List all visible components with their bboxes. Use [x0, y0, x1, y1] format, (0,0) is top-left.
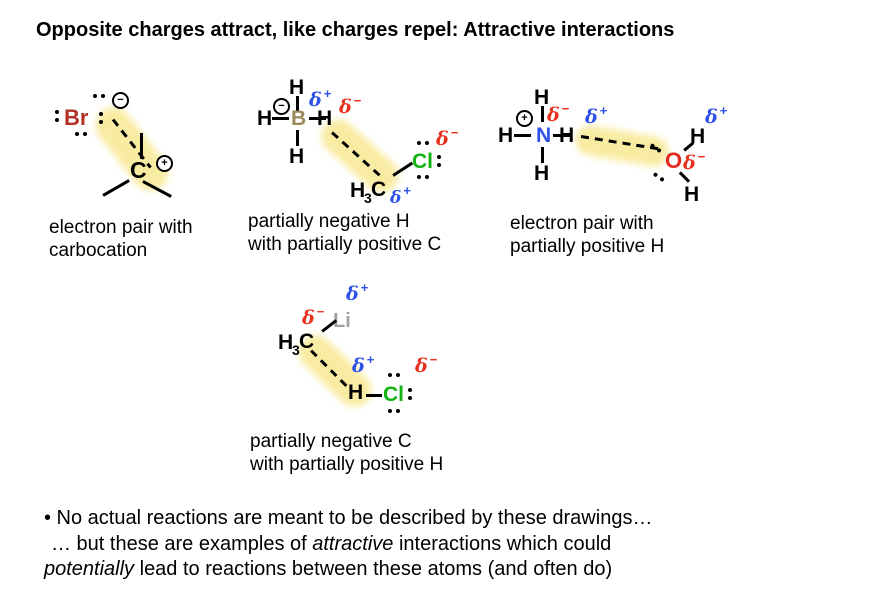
atom-h: H — [278, 331, 294, 354]
atom-cl: Cl — [412, 150, 433, 173]
delta-plus-label: δ+ — [705, 103, 728, 128]
atom-c: C — [371, 178, 387, 201]
charge-minus-icon: − — [273, 98, 290, 115]
lone-pair-dots — [93, 94, 105, 98]
bond-line — [296, 130, 299, 146]
caption-methyllithium: partially negative C with partially posi… — [250, 431, 444, 475]
page-title: Opposite charges attract, like charges r… — [36, 19, 675, 41]
atom-h: H — [534, 86, 550, 109]
atom-h: H — [690, 125, 706, 148]
bond-line — [102, 179, 130, 197]
bond-line — [553, 134, 570, 137]
bond-line — [296, 96, 299, 111]
lone-pair-dots — [417, 141, 429, 145]
bond-line — [514, 134, 531, 137]
bond-line — [366, 394, 382, 397]
atom-h: H — [257, 107, 273, 130]
atom-o: O — [665, 148, 683, 173]
bond-line — [309, 117, 326, 120]
caption-ammonium: electron pair with partially positive H — [510, 213, 665, 257]
charge-plus-icon: + — [156, 155, 173, 172]
caption-carbocation: electron pair with carbocation — [49, 217, 193, 261]
delta-plus-label: δ+ — [309, 86, 332, 111]
lone-pair-dots — [408, 388, 412, 400]
delta-minus-label: δ− — [339, 93, 362, 118]
lone-pair-dots — [388, 409, 400, 413]
charge-plus-icon: + — [516, 110, 533, 127]
charge-minus-icon: − — [112, 92, 129, 109]
atom-n: N — [536, 124, 552, 147]
subscript-3: 3 — [364, 190, 372, 206]
lone-pair-dots — [437, 155, 441, 167]
atom-h: H — [289, 145, 305, 168]
atom-h: H — [498, 124, 514, 147]
delta-minus-label: δ− — [436, 125, 459, 150]
atom-h: H — [348, 381, 364, 404]
footer-line-3: potentially lead to reactions between th… — [44, 558, 613, 580]
footer-line-1: • No actual reactions are meant to be de… — [44, 507, 653, 529]
delta-plus-label: δ+ — [390, 183, 411, 208]
bond-line — [140, 133, 143, 159]
bond-line — [541, 147, 544, 163]
footer-line-2: … but these are examples of attractive i… — [51, 532, 612, 555]
atom-carbocation-c: C — [130, 157, 147, 183]
lone-pair-dots — [652, 172, 665, 182]
atom-h: H — [350, 179, 366, 202]
bond-line — [541, 106, 544, 122]
delta-minus-label: δ− — [547, 101, 570, 126]
atom-h: H — [317, 107, 333, 130]
delta-minus-label: δ− — [302, 304, 325, 329]
atom-boron: B — [291, 107, 307, 130]
atom-cl: Cl — [383, 383, 404, 406]
atom-c: C — [299, 330, 315, 353]
delta-plus-label: δ+ — [346, 280, 369, 305]
atom-h: H — [559, 124, 575, 147]
delta-plus-label: δ+ — [352, 352, 375, 377]
atom-h: H — [534, 162, 550, 185]
bond-line — [272, 117, 289, 120]
atom-h: H — [684, 183, 700, 206]
footer-notes: • No actual reactions are meant to be de… — [44, 506, 652, 583]
caption-borohydride: partially negative H with partially posi… — [248, 211, 442, 255]
lone-pair-dots — [99, 112, 103, 124]
lone-pair-dots — [55, 110, 59, 122]
subscript-3: 3 — [292, 342, 300, 358]
atom-li: Li — [333, 310, 351, 332]
atom-h: H — [289, 76, 305, 99]
delta-minus-label: δ− — [415, 352, 438, 377]
delta-minus-label: δ− — [683, 149, 706, 174]
lone-pair-dots — [417, 175, 429, 179]
lone-pair-dots — [75, 132, 87, 136]
atom-br: Br — [64, 105, 89, 130]
delta-plus-label: δ+ — [585, 103, 608, 128]
lone-pair-dots — [388, 373, 400, 377]
